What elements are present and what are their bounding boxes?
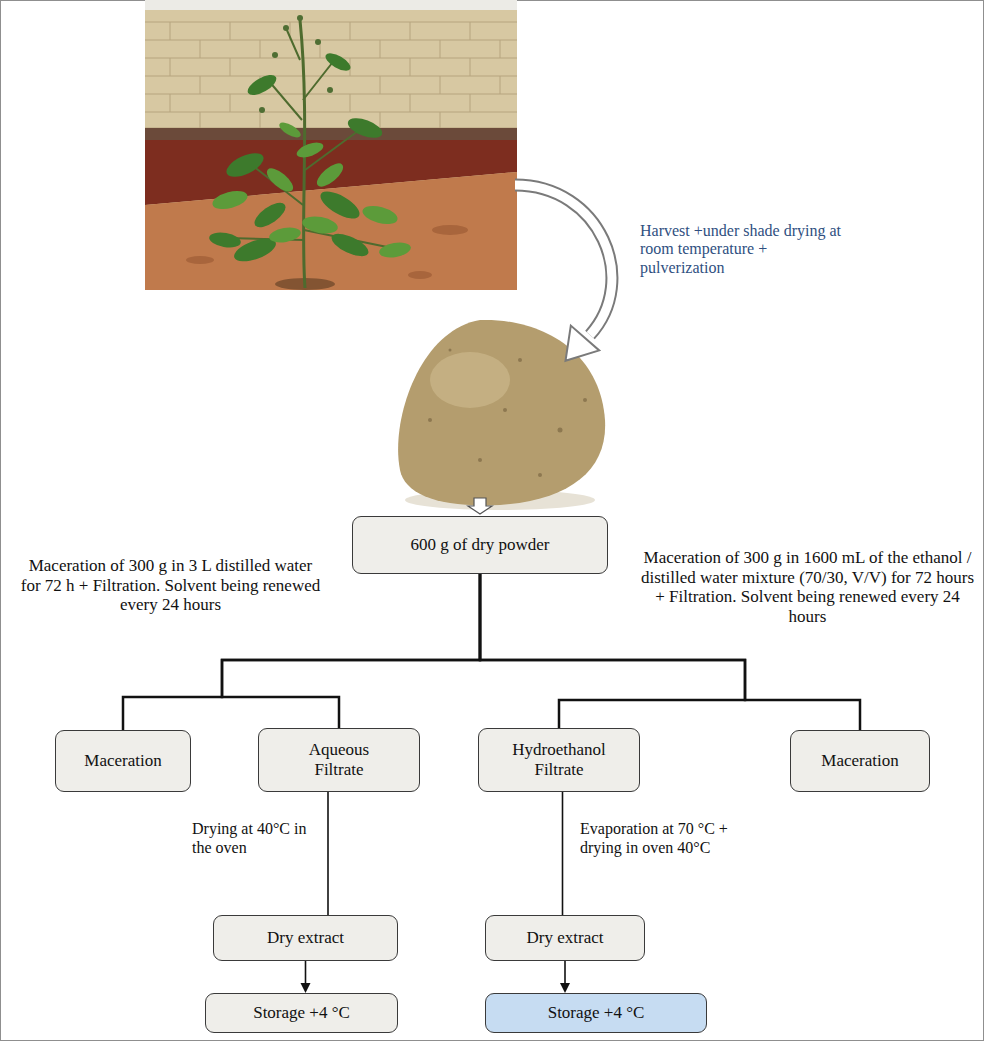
- grain: [583, 398, 587, 402]
- node-text: Dry extract: [527, 928, 604, 948]
- step-note: Maceration of 300 g in 1600 mL of the et…: [640, 548, 975, 626]
- node-text: Storage +4 °C: [253, 1003, 350, 1023]
- arrow-outline: [515, 185, 612, 335]
- result-box: Dry extract: [213, 915, 398, 961]
- leaf: [301, 214, 339, 236]
- arrowhead: [560, 983, 570, 993]
- step-note: Maceration of 300 g in 3 L distilled wat…: [18, 556, 323, 615]
- plant-leaves: [208, 50, 385, 266]
- node-text: Maceration: [821, 751, 898, 771]
- grain: [558, 428, 563, 433]
- grain: [428, 418, 432, 422]
- ground-spot: [432, 225, 468, 235]
- seed-head: [283, 25, 289, 31]
- plant-photo: [145, 0, 517, 290]
- connector: [562, 792, 564, 915]
- sky: [145, 0, 517, 10]
- process-box: Aqueous Filtrate: [258, 728, 420, 792]
- wall-base: [145, 128, 517, 140]
- seed-head: [315, 39, 321, 45]
- node-text: Aqueous Filtrate: [309, 740, 369, 781]
- step-note: Harvest +under shade drying at room temp…: [640, 222, 855, 277]
- node-text: Dry extract: [267, 928, 344, 948]
- arrow-body: [515, 185, 612, 335]
- connector: [327, 792, 329, 915]
- seed-head: [327, 87, 333, 93]
- node-text: Hydroethanol Filtrate: [512, 740, 605, 781]
- leaf: [211, 188, 250, 213]
- arrowhead: [301, 983, 311, 993]
- storage-box: Storage +4 °C: [485, 993, 707, 1033]
- leaf: [361, 203, 400, 228]
- down-arrow: [468, 498, 492, 514]
- leaf: [313, 159, 347, 190]
- leaf: [295, 140, 325, 161]
- powder-pile: [398, 320, 605, 510]
- arrow-head: [566, 326, 600, 361]
- grain: [538, 473, 542, 477]
- connector: [564, 961, 566, 985]
- connector: [222, 574, 480, 728]
- powder-highlight: [430, 352, 510, 408]
- process-box: 600 g of dry powder: [352, 516, 608, 574]
- grain: [449, 349, 452, 352]
- connector: [305, 961, 307, 985]
- brick-joints: [170, 22, 500, 128]
- process-box: Maceration: [790, 730, 930, 792]
- grain: [503, 408, 507, 412]
- brick-wall: [145, 0, 517, 290]
- seed-head: [272, 52, 278, 58]
- curved-arrow: [515, 185, 612, 361]
- powder-grains: [428, 349, 587, 478]
- edge-label: Drying at 40°C in the oven: [190, 818, 322, 858]
- powder: [398, 320, 605, 506]
- leaf: [323, 50, 353, 74]
- node-text: 600 g of dry powder: [411, 535, 550, 555]
- leaf: [223, 148, 267, 181]
- ground-spot: [408, 271, 432, 279]
- leaf: [378, 240, 412, 259]
- seed-head: [297, 15, 303, 21]
- grain: [478, 458, 482, 462]
- ground-spot: [186, 256, 214, 264]
- node-text: Maceration: [84, 751, 161, 771]
- edge-label: Evaporation at 70 °C + drying in oven 40…: [578, 818, 760, 858]
- process-box: Maceration: [55, 730, 191, 792]
- plant-leaves: [211, 120, 412, 260]
- leaf: [263, 164, 297, 195]
- result-box: Dry extract: [485, 915, 645, 961]
- grain: [518, 358, 522, 362]
- leaf: [268, 225, 302, 244]
- ground: [145, 172, 517, 290]
- process-box: Hydroethanol Filtrate: [478, 728, 640, 792]
- leaf: [251, 198, 290, 232]
- leaf: [345, 114, 384, 141]
- leaf: [208, 230, 242, 249]
- seed-head: [259, 107, 265, 113]
- storage-box: Storage +4 °C: [205, 993, 398, 1033]
- node-text: Storage +4 °C: [548, 1003, 645, 1023]
- brick-joints: [145, 22, 517, 128]
- seed-heads: [259, 15, 333, 113]
- leaf: [277, 120, 303, 141]
- leaf: [245, 71, 280, 99]
- leaf: [328, 229, 371, 260]
